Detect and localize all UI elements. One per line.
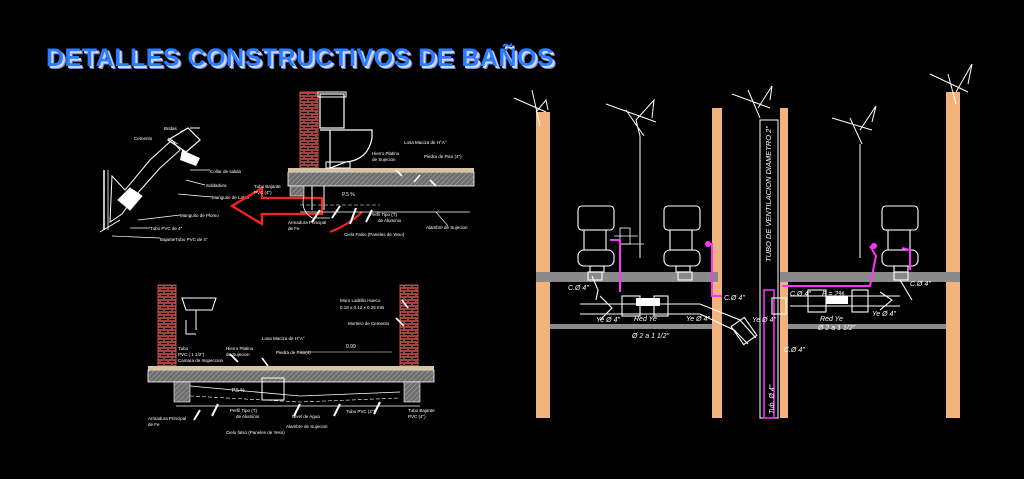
label-left-ye4-c: Ye Ø 4" (752, 317, 776, 324)
label-left-ye4: Ye Ø 4" (596, 317, 620, 324)
label-de-aluminio: de Aluminio (236, 414, 260, 419)
toilet-icon (881, 205, 919, 273)
label-left-ye4-b: Ye Ø 4" (686, 316, 710, 323)
label-tubo-pvc-2: Tubo PVC (2") (346, 409, 375, 414)
label-tubo-bajante: Tubo Bajante (254, 184, 281, 189)
vent-pipe-label: TUBO DE VENTILACION DIAMETRO 2" (764, 126, 773, 262)
label-pvc-4: PVC (4") (408, 414, 426, 419)
toilet-icon (577, 205, 615, 273)
label-manguito-plomo: Manguito de Plomo (180, 213, 219, 218)
bajante-label: Tub. Ø 4" (769, 384, 776, 414)
label-cemento: Cemento (134, 136, 153, 141)
label-mortero: Mortero de Cemento (348, 321, 390, 326)
label-right-pend: P = 2% (822, 291, 845, 298)
label-left-red-dim: Ø 2 a 1 1/2" (631, 333, 670, 340)
label-pendiente: P.5 % (342, 192, 355, 198)
label-camara: Camara de Inspeccion (178, 358, 224, 363)
label-tubo-pvc: PVC ( 1 1/2") (178, 352, 205, 357)
label-tubo-pvc: Tubo PVC de 4" (150, 226, 183, 231)
label-de-fe: de Fe (288, 226, 300, 231)
label-right-c4-c: C.Ø 4" (784, 347, 805, 354)
label-right-red-ye: Red Ye (820, 316, 843, 323)
label-piedra-piso: Piedra de Piso(4) (276, 350, 311, 355)
label-left-red-ye: Red Ye (634, 316, 657, 323)
toilet-icon (317, 91, 373, 169)
label-de-sujecion: de Sujecion (226, 352, 250, 357)
label-right-c4: C.Ø 4" (790, 291, 811, 298)
detail-drain-section: Muro Ladrillo Hueco 0.18 x 0.12 x 0.25 m… (147, 284, 435, 435)
label-muro-dim: 0.18 x 0.12 x 0.25 mts (340, 305, 385, 310)
detail-plumbing-elevation: TUBO DE VENTILACION DIAMETRO 2" Tub. Ø 4… (513, 63, 973, 419)
label-perfil-tipo: Perfil Tipo (T) (370, 212, 398, 217)
detail-pipe-connection: Bridas Cemento Collar de salida Soldadur… (99, 126, 250, 242)
label-nivel-agua: Nivel de Agua (292, 414, 320, 419)
label-bridas: Bridas (164, 126, 178, 131)
label-losa-maciza: Losa Maciza de H°A° (404, 140, 447, 145)
detail-toilet-section: Losa Maciza de H°A° Hierro Platino de Su… (254, 91, 475, 237)
label-tubo-bajante: Tubo Bajante (408, 408, 435, 413)
label-manguito-laton: Manguito de Laton (212, 195, 250, 200)
label-right-c4-b: C.Ø 4" (910, 281, 931, 288)
label-left-c4: C.Ø 4" (568, 285, 589, 292)
label-collar-salida: Collar de salida (210, 169, 242, 174)
label-de-fe: de Fe (148, 422, 160, 427)
label-hierro-platino: Hierro Platino (226, 346, 254, 351)
drawing-title: DETALLES CONSTRUCTIVOS DE BAÑOS (46, 44, 555, 72)
label-cielo-falso: Cielo falso (Paneles de Yeso) (226, 430, 285, 435)
label-bajante-pvc: BajanteTubo PVC de 4" (160, 237, 208, 242)
label-alambre: Alambre de Sujecion (426, 225, 468, 230)
label-de-aluminio: de Aluminio (378, 218, 402, 223)
label-right-red-dim: Ø 2 a 1 1/2" (817, 325, 856, 332)
label-cielo-falso: Cielo Falso (Paneles de Yeso) (344, 232, 405, 237)
toilet-icon (663, 205, 701, 273)
sink-icon (181, 297, 217, 335)
label-perfil-tipo: Perfil Tipo (T) (230, 408, 258, 413)
label-left-c4-b: C.Ø 4" (724, 295, 745, 302)
label-de-sujecion: de Sujecion (372, 157, 396, 162)
label-armadura: Armadura Principal (148, 416, 186, 421)
label-losa: Losa Maciza de H°A° (262, 336, 305, 341)
label-alambre: Alambre de Sujecion (286, 424, 328, 429)
red-arrow-icon (229, 186, 363, 233)
label-muro: Muro Ladrillo Hueco (340, 298, 381, 303)
label-pendiente: P.5 % (232, 388, 245, 394)
label-pvc-4: PVC (4") (254, 190, 272, 195)
label-piedra-piso: Piedra de Piso (4") (424, 154, 462, 159)
label-hierro-platino: Hierro Platino (372, 151, 400, 156)
label-tubo: Tubo (178, 346, 189, 351)
label-cota: 0.99 (346, 344, 356, 350)
label-right-ye4: Ye Ø 4" (872, 311, 896, 318)
label-soldadura: Soldadura (206, 183, 227, 188)
label-armadura: Armadura Principal (288, 220, 326, 225)
